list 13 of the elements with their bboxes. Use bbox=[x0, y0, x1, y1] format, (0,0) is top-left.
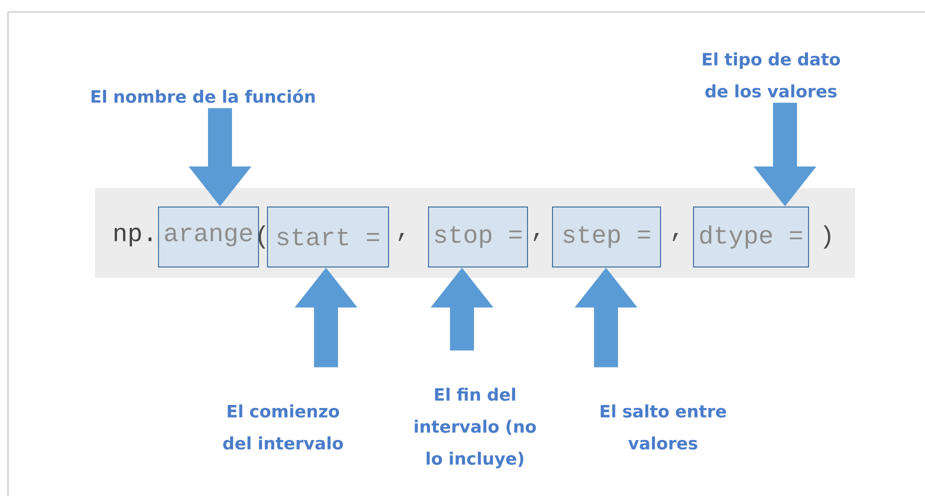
parameter-box: start = bbox=[267, 206, 389, 268]
parameter-box: arange bbox=[158, 206, 259, 268]
parameter-box: step = bbox=[552, 206, 661, 268]
annotation-text: El comienzo del intervalo bbox=[223, 404, 343, 450]
code-text: , bbox=[398, 232, 404, 242]
annotation-text: El fin del intervalo (no lo incluye) bbox=[414, 388, 536, 468]
parameter-box: dtype = bbox=[693, 206, 809, 268]
code-text: , bbox=[672, 232, 678, 242]
annotation-text: El salto entre valores bbox=[600, 404, 726, 450]
annotation-text: El tipo de dato de los valores bbox=[702, 52, 840, 98]
annotation-text: El nombre de la función bbox=[92, 89, 315, 103]
parameter-box: stop = bbox=[428, 206, 528, 268]
code-text: , bbox=[534, 232, 539, 242]
